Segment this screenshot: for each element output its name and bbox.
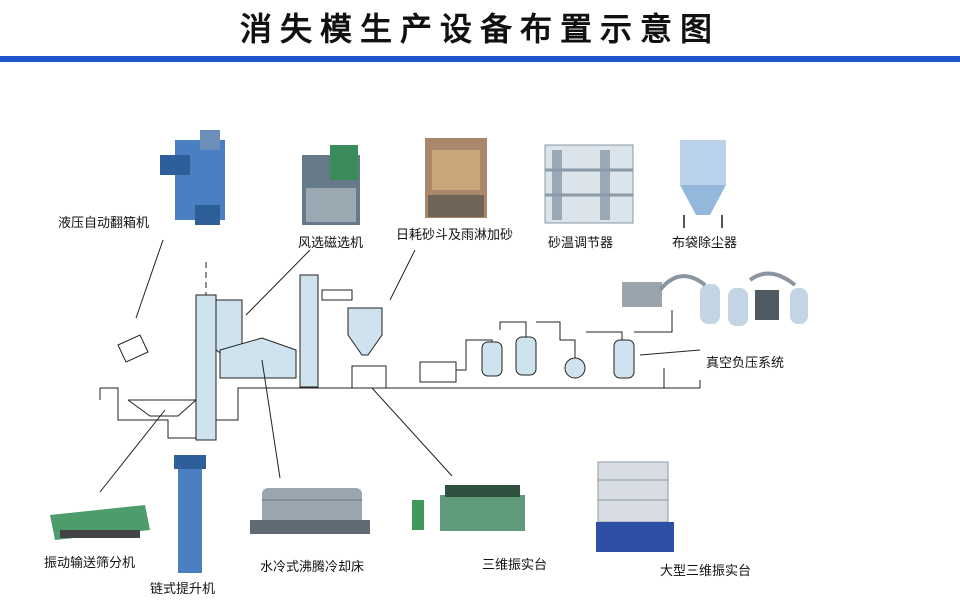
- temperature-adjuster-image: [544, 144, 634, 224]
- label-vacuum-system: 真空负压系统: [706, 356, 785, 371]
- title-divider: [0, 56, 960, 62]
- label-large-vibration-table: 大型三维振实台: [660, 564, 752, 579]
- process-schematic: [99, 239, 701, 493]
- vibrating-screen-image: [50, 505, 150, 540]
- label-sand-hopper: 日耗砂斗及雨淋加砂: [396, 228, 514, 243]
- vibration-table-image: [412, 485, 525, 531]
- label-cooling-bed: 水冷式沸腾冷却床: [260, 560, 365, 575]
- magnetic-separator-image: [302, 145, 360, 225]
- label-chain-elevator: 链式提升机: [150, 582, 216, 597]
- cooling-bed-image: [250, 488, 370, 534]
- dust-collector-image: [680, 140, 726, 228]
- label-vibration-table: 三维振实台: [482, 558, 548, 573]
- flip-box-machine-image: [160, 130, 225, 225]
- label-flip-box: 液压自动翻箱机: [58, 216, 150, 231]
- label-vibrating-screen: 振动输送筛分机: [44, 556, 136, 571]
- large-vibration-table-image: [596, 461, 674, 552]
- label-temperature-adjuster: 砂温调节器: [548, 236, 614, 251]
- label-magnetic-separator: 风选磁选机: [298, 236, 364, 251]
- label-dust-collector: 布袋除尘器: [672, 236, 738, 251]
- sand-hopper-image: [425, 138, 487, 218]
- page-title: 消失模生产设备布置示意图: [239, 10, 720, 48]
- vacuum-system-image: [622, 271, 808, 326]
- chain-elevator-image: [174, 455, 206, 573]
